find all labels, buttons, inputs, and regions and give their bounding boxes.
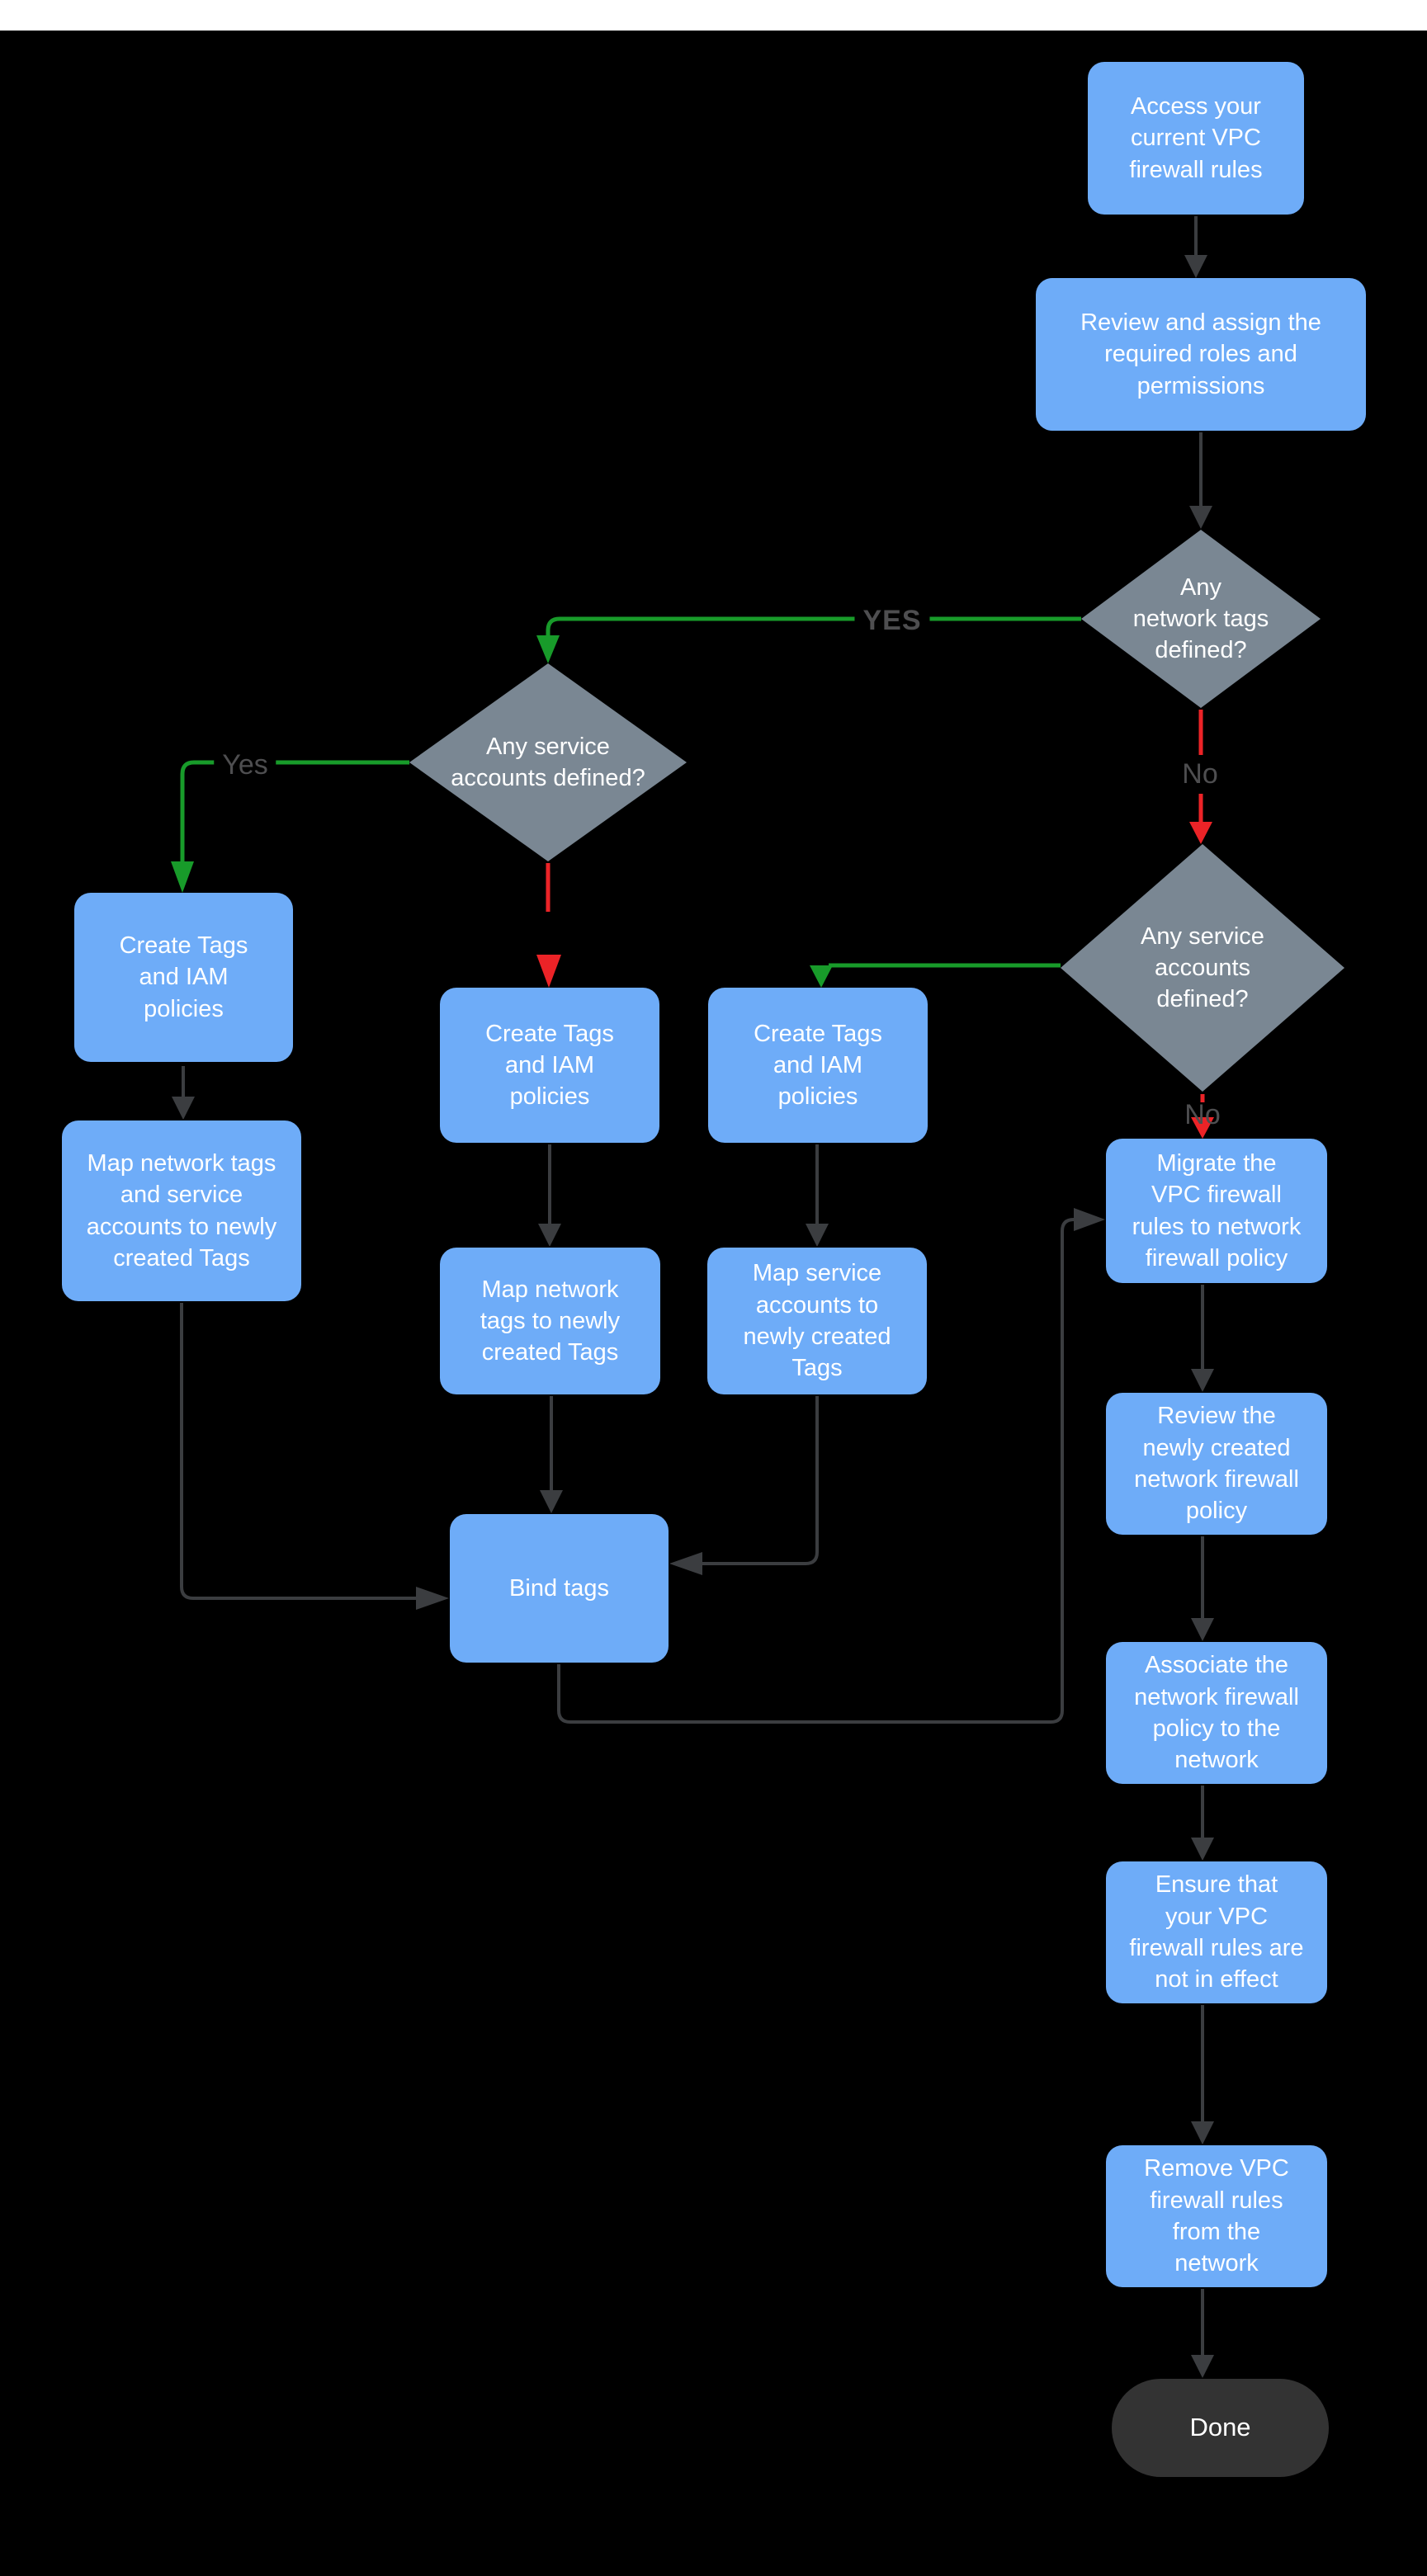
node-map-service-accounts: Map service accounts to newly created Ta… <box>707 1248 927 1394</box>
node-access-vpc-rules: Access your current VPC firewall rules <box>1088 62 1304 215</box>
node-label: Review and assign the required roles and… <box>1080 309 1321 399</box>
node-label: Associate the network firewall policy to… <box>1134 1652 1299 1774</box>
edge-create-right-map-service <box>806 1144 829 1247</box>
node-associate-policy: Associate the network firewall policy to… <box>1106 1642 1327 1784</box>
node-label: Ensure that your VPC firewall rules are … <box>1129 1871 1304 1993</box>
edge-access-review <box>1184 216 1207 278</box>
node-label: Create Tags and IAM policies <box>754 1020 882 1111</box>
node-label: Map service accounts to newly created Ta… <box>743 1260 891 1382</box>
edge-label-no-service-accounts: No <box>1184 1099 1221 1130</box>
edge-bind-tags-migrate <box>557 1208 1105 1724</box>
edge-service-accounts-left-no <box>536 863 561 988</box>
edge-review-policy-associate <box>1191 1536 1214 1641</box>
node-map-tags-and-accounts: Map network tags and service accounts to… <box>62 1121 301 1301</box>
edge-map-network-bind-tags <box>540 1396 563 1513</box>
edge-associate-ensure <box>1191 1786 1214 1861</box>
edge-map-both-bind-tags <box>180 1303 449 1610</box>
node-label: Create Tags and IAM policies <box>485 1020 614 1111</box>
node-label: Done <box>1189 2413 1251 2442</box>
node-label: Review the newly created network firewal… <box>1134 1403 1299 1525</box>
node-migrate-vpc-rules: Migrate the VPC firewall rules to networ… <box>1106 1139 1327 1283</box>
node-create-tags-iam-left: Create Tags and IAM policies <box>74 893 293 1062</box>
edge-create-mid-map-network <box>538 1144 561 1247</box>
node-label: Any network tags defined? <box>1132 573 1269 664</box>
node-label: Bind tags <box>509 1574 609 1602</box>
node-create-tags-iam-right: Create Tags and IAM policies <box>708 988 928 1143</box>
edge-create-left-map-both <box>172 1066 195 1120</box>
node-map-network-tags: Map network tags to newly created Tags <box>440 1248 660 1394</box>
edge-migrate-review-policy <box>1191 1285 1214 1392</box>
edge-label-no-network-tags: No <box>1182 758 1218 790</box>
edge-service-accounts-right-yes <box>810 963 1061 988</box>
node-ensure-rules-not-in-effect: Ensure that your VPC firewall rules are … <box>1106 1861 1327 2003</box>
node-bind-tags: Bind tags <box>450 1514 669 1663</box>
edge-service-accounts-right-no <box>1191 1094 1214 1139</box>
edge-review-network-tags-decision <box>1189 432 1212 529</box>
edge-network-tags-no <box>1189 710 1212 844</box>
node-review-roles: Review and assign the required roles and… <box>1036 278 1366 431</box>
node-label: Any service accounts defined? <box>451 733 645 791</box>
edge-remove-done <box>1191 2289 1214 2378</box>
node-remove-vpc-rules: Remove VPC firewall rules from the netwo… <box>1106 2145 1327 2287</box>
edge-map-service-bind-tags <box>669 1396 819 1575</box>
node-label: Map network tags to newly created Tags <box>480 1276 621 1366</box>
node-create-tags-iam-mid: Create Tags and IAM policies <box>440 988 659 1143</box>
node-label: Access your current VPC firewall rules <box>1129 93 1263 183</box>
edge-label-yes-network-tags: YES <box>854 605 930 636</box>
node-done: Done <box>1112 2379 1329 2477</box>
edge-service-accounts-left-yes <box>171 760 409 893</box>
node-label: Migrate the VPC firewall rules to networ… <box>1132 1149 1302 1271</box>
edge-network-tags-yes <box>536 616 1081 663</box>
edge-label-yes-service-accounts: Yes <box>214 749 276 781</box>
top-white-bar <box>0 0 1427 31</box>
node-label: Any service accounts defined? <box>1141 922 1264 1013</box>
node-label: Map network tags and service accounts to… <box>86 1149 277 1271</box>
edge-ensure-remove <box>1191 2005 1214 2144</box>
node-label: Create Tags and IAM policies <box>119 932 248 1022</box>
node-review-network-firewall-policy: Review the newly created network firewal… <box>1106 1393 1327 1535</box>
node-label: Remove VPC firewall rules from the netwo… <box>1144 2155 1289 2277</box>
